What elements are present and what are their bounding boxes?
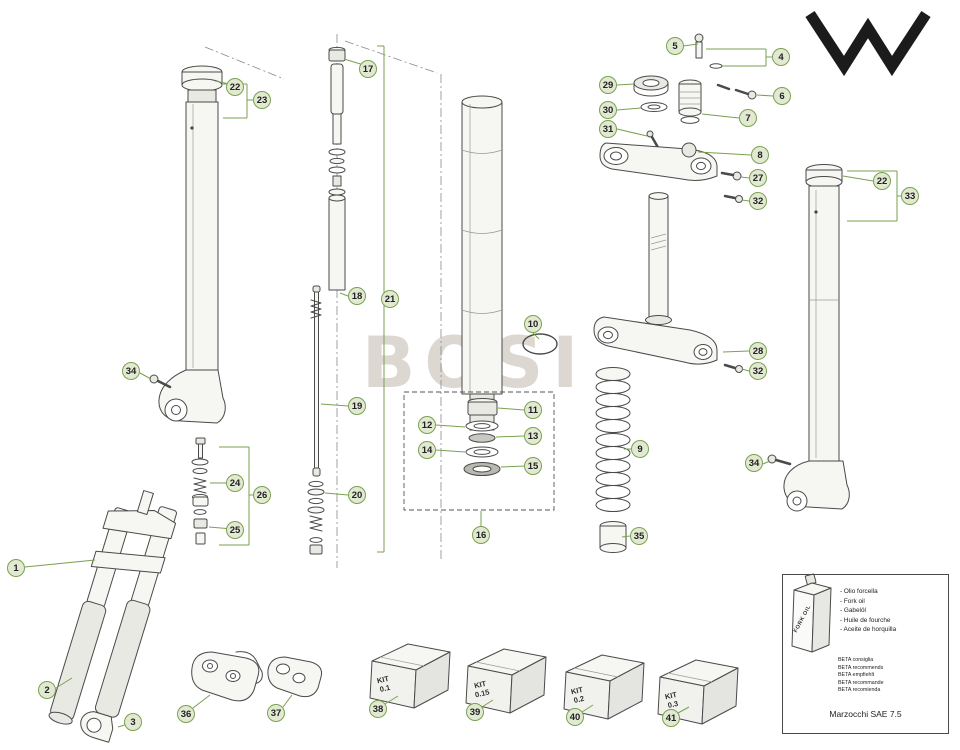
- callout-22: 22: [226, 78, 244, 96]
- callout-10: 10: [524, 315, 542, 333]
- damper-cartridge: [307, 46, 346, 555]
- callout-11: 11: [524, 401, 542, 419]
- callout-39: 39: [466, 703, 484, 721]
- callout-22: 22: [873, 172, 891, 190]
- callout-34: 34: [122, 362, 140, 380]
- callout-6: 6: [773, 87, 791, 105]
- callout-23: 23: [253, 91, 271, 109]
- fork-spring: [595, 367, 631, 553]
- oil-recommend-line: BETA recomienda: [838, 687, 881, 694]
- callout-14: 14: [418, 441, 436, 459]
- callout-18: 18: [348, 287, 366, 305]
- callout-30: 30: [599, 101, 617, 119]
- oil-recommend-line: BETA consiglia: [838, 657, 874, 663]
- callout-27: 27: [749, 169, 767, 187]
- right-fork-leg: [767, 164, 850, 512]
- callout-38: 38: [369, 700, 387, 718]
- callout-32: 32: [749, 192, 767, 210]
- complete-fork-assembly: [48, 490, 177, 743]
- oil-product-line: - Olio forcella: [840, 588, 878, 595]
- callout-8: 8: [751, 146, 769, 164]
- rebound-adjuster-parts: [191, 437, 209, 545]
- callout-7: 7: [739, 109, 757, 127]
- callout-31: 31: [599, 120, 617, 138]
- callout-34: 34: [745, 454, 763, 472]
- callout-36: 36: [177, 705, 195, 723]
- callout-12: 12: [418, 416, 436, 434]
- callout-2: 2: [38, 681, 56, 699]
- callout-41: 41: [662, 709, 680, 727]
- oil-product-lines: - Olio forcella - Fork oil - Gabelöl- Huil…: [840, 587, 896, 635]
- callout-13: 13: [524, 427, 542, 445]
- steering-assembly: [593, 33, 757, 373]
- oil-recommend-line: BETA recommande: [838, 679, 884, 686]
- callout-20: 20: [348, 486, 366, 504]
- callout-17: 17: [359, 60, 377, 78]
- callout-1: 1: [7, 559, 25, 577]
- oil-product-line: - Aceite de horquilla: [840, 626, 897, 634]
- callout-24: 24: [226, 474, 244, 492]
- axle-clamp-parts: [191, 651, 322, 702]
- callout-32: 32: [749, 362, 767, 380]
- oil-bottle: [791, 573, 832, 653]
- callout-9: 9: [631, 440, 649, 458]
- callout-33: 33: [901, 187, 919, 205]
- kit-boxes: [369, 643, 739, 725]
- oil-info-box: FORK OIL - Olio forcella - Fork oil - Gabe…: [782, 574, 949, 734]
- callout-5: 5: [666, 37, 684, 55]
- stanchion-tube: [403, 95, 558, 511]
- callout-35: 35: [630, 527, 648, 545]
- oil-product-line: - Fork oil: [840, 597, 865, 605]
- oil-recommend-line: BETA empfiehlt: [838, 672, 875, 679]
- callout-21: 21: [381, 290, 399, 308]
- callout-25: 25: [226, 521, 244, 539]
- brand-m-logo: [805, 10, 931, 77]
- callout-28: 28: [749, 342, 767, 360]
- callout-15: 15: [524, 457, 542, 475]
- oil-spec: Marzocchi SAE 7.5: [829, 709, 902, 719]
- callout-29: 29: [599, 76, 617, 94]
- callout-3: 3: [124, 713, 142, 731]
- oil-recommend-line: BETA recommends: [838, 664, 884, 671]
- callout-4: 4: [772, 48, 790, 66]
- oil-product-line: - Huile de fourche: [840, 616, 891, 624]
- callout-37: 37: [267, 704, 285, 722]
- callout-19: 19: [348, 397, 366, 415]
- left-slider-tube: [149, 65, 226, 424]
- bottle-label: FORK OIL: [793, 604, 813, 634]
- oil-product-line: - Gabelöl: [840, 607, 866, 615]
- callout-16: 16: [472, 526, 490, 544]
- callout-26: 26: [253, 486, 271, 504]
- callout-40: 40: [566, 708, 584, 726]
